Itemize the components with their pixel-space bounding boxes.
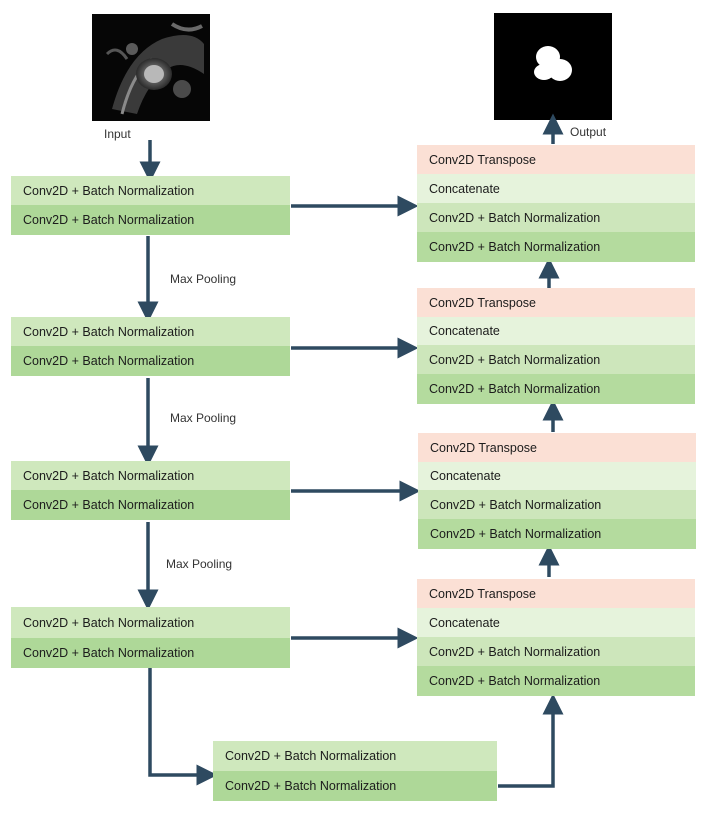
decoder-2-conv-bn-1: Conv2D + Batch Normalization [417,345,695,374]
output-label: Output [570,125,607,139]
encoder-3-conv-bn-1: Conv2D + Batch Normalization [11,461,290,490]
decoder-2-conv-bn-2: Conv2D + Batch Normalization [417,374,695,404]
decoder-1-conv-bn-1: Conv2D + Batch Normalization [417,203,695,232]
decoder-4-conv-transpose: Conv2D Transpose [417,579,695,608]
decoder-4-concatenate: Concatenate [417,608,695,637]
decoder-2-conv-transpose: Conv2D Transpose [417,288,695,317]
input-label: Input [104,127,131,141]
encoder-4-conv-bn-2: Conv2D + Batch Normalization [11,638,290,668]
max-pooling-label-3: Max Pooling [166,557,233,571]
encoder-1-conv-bn-1: Conv2D + Batch Normalization [11,176,290,205]
decoder-1-concatenate: Concatenate [417,174,695,203]
output-image [494,13,612,120]
encoder-1-conv-bn-2: Conv2D + Batch Normalization [11,205,290,235]
decoder-3-conv-bn-1: Conv2D + Batch Normalization [418,490,696,519]
mri-scan-icon [92,14,210,121]
bottleneck-conv-bn-1: Conv2D + Batch Normalization [213,741,497,771]
encoder-2-conv-bn-1: Conv2D + Batch Normalization [11,317,290,346]
encoder-2-conv-bn-2: Conv2D + Batch Normalization [11,346,290,376]
input-image [92,14,210,121]
decoder-4-conv-bn-1: Conv2D + Batch Normalization [417,637,695,666]
decoder-3-conv-bn-2: Conv2D + Batch Normalization [418,519,696,549]
encoder-4-conv-bn-1: Conv2D + Batch Normalization [11,607,290,638]
decoder-1-conv-bn-2: Conv2D + Batch Normalization [417,232,695,262]
segmentation-mask-icon [494,13,612,120]
max-pooling-label-1: Max Pooling [170,272,237,286]
decoder-3-concatenate: Concatenate [418,462,696,490]
decoder-3-conv-transpose: Conv2D Transpose [418,433,696,462]
max-pooling-label-2: Max Pooling [170,411,237,425]
encoder-3-conv-bn-2: Conv2D + Batch Normalization [11,490,290,520]
decoder-2-concatenate: Concatenate [417,317,695,345]
bottleneck-conv-bn-2: Conv2D + Batch Normalization [213,771,497,801]
decoder-1-conv-transpose: Conv2D Transpose [417,145,695,174]
decoder-4-conv-bn-2: Conv2D + Batch Normalization [417,666,695,696]
